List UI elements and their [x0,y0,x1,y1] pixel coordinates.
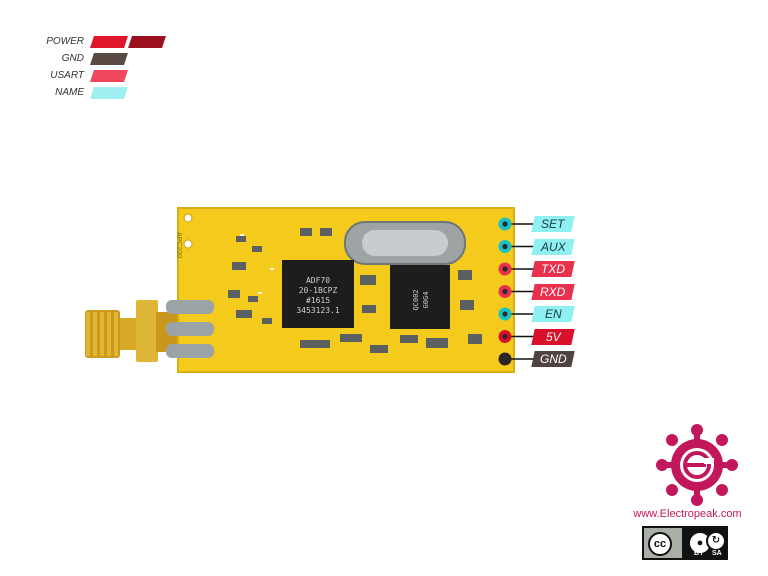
legend-label-gnd: GND [61,53,84,64]
pin-label-gnd: GND [531,351,575,367]
pin-label-aux: AUX [531,238,575,255]
chip-text-line: 20-1BCPZ [298,286,338,295]
legend-label-name: NAME [55,87,84,98]
pin-hole [502,333,508,340]
silkscreen-text: APC220 [175,232,182,259]
chip-text-line: QC002 [412,289,420,311]
license-sa-label: SA [712,550,722,557]
electropeak-logo-icon [656,424,738,506]
pin-hole [502,266,508,272]
chip-text-line: ADF70 [305,276,331,285]
pin-label-set: SET [531,216,575,232]
cc-license-badge: cc ● ↻ BY SA [642,526,728,560]
pin-label-text: EN [544,307,562,321]
chip-text-line: #1615 [305,296,331,305]
sma-antenna-connector [85,300,178,362]
pin-label-text: TXD [541,262,565,276]
pin-label-text: GND [539,352,567,366]
pin-label-5v: 5V [531,328,575,345]
pin-hole [502,221,508,227]
cc-icon: cc [648,532,672,556]
legend-label-power: POWER [46,36,84,47]
pin-label-text: SET [541,217,565,231]
pin-label-text: RXD [540,284,566,299]
pin-label-en: EN [531,306,575,322]
pin-header [498,217,535,366]
chip-text-line: 3453123.1 [296,306,340,315]
small-chip-text: QC002 G0G4 [411,275,431,325]
pin-hole [502,243,508,250]
pin-hole [502,311,508,317]
brand-url: www.Electropeak.com [633,508,742,520]
color-legend: POWER GND USART NAME [0,0,200,110]
legend-label-usart: USART [50,70,84,81]
pin-label-text: 5V [545,329,561,344]
pin-hole [502,288,508,295]
pcb-board [166,207,515,373]
main-chip-text: ADF70 20-1BCPZ #1615 3453123.1 [284,276,352,316]
pin-label-txd: TXD [531,261,575,277]
pin-label-text: AUX [540,239,566,254]
pin-hole [502,356,508,362]
share-alike-icon: ↻ [706,531,726,551]
chip-text-line: G0G4 [422,291,430,309]
license-by-label: BY [694,550,704,557]
pin-label-rxd: RXD [531,283,575,300]
